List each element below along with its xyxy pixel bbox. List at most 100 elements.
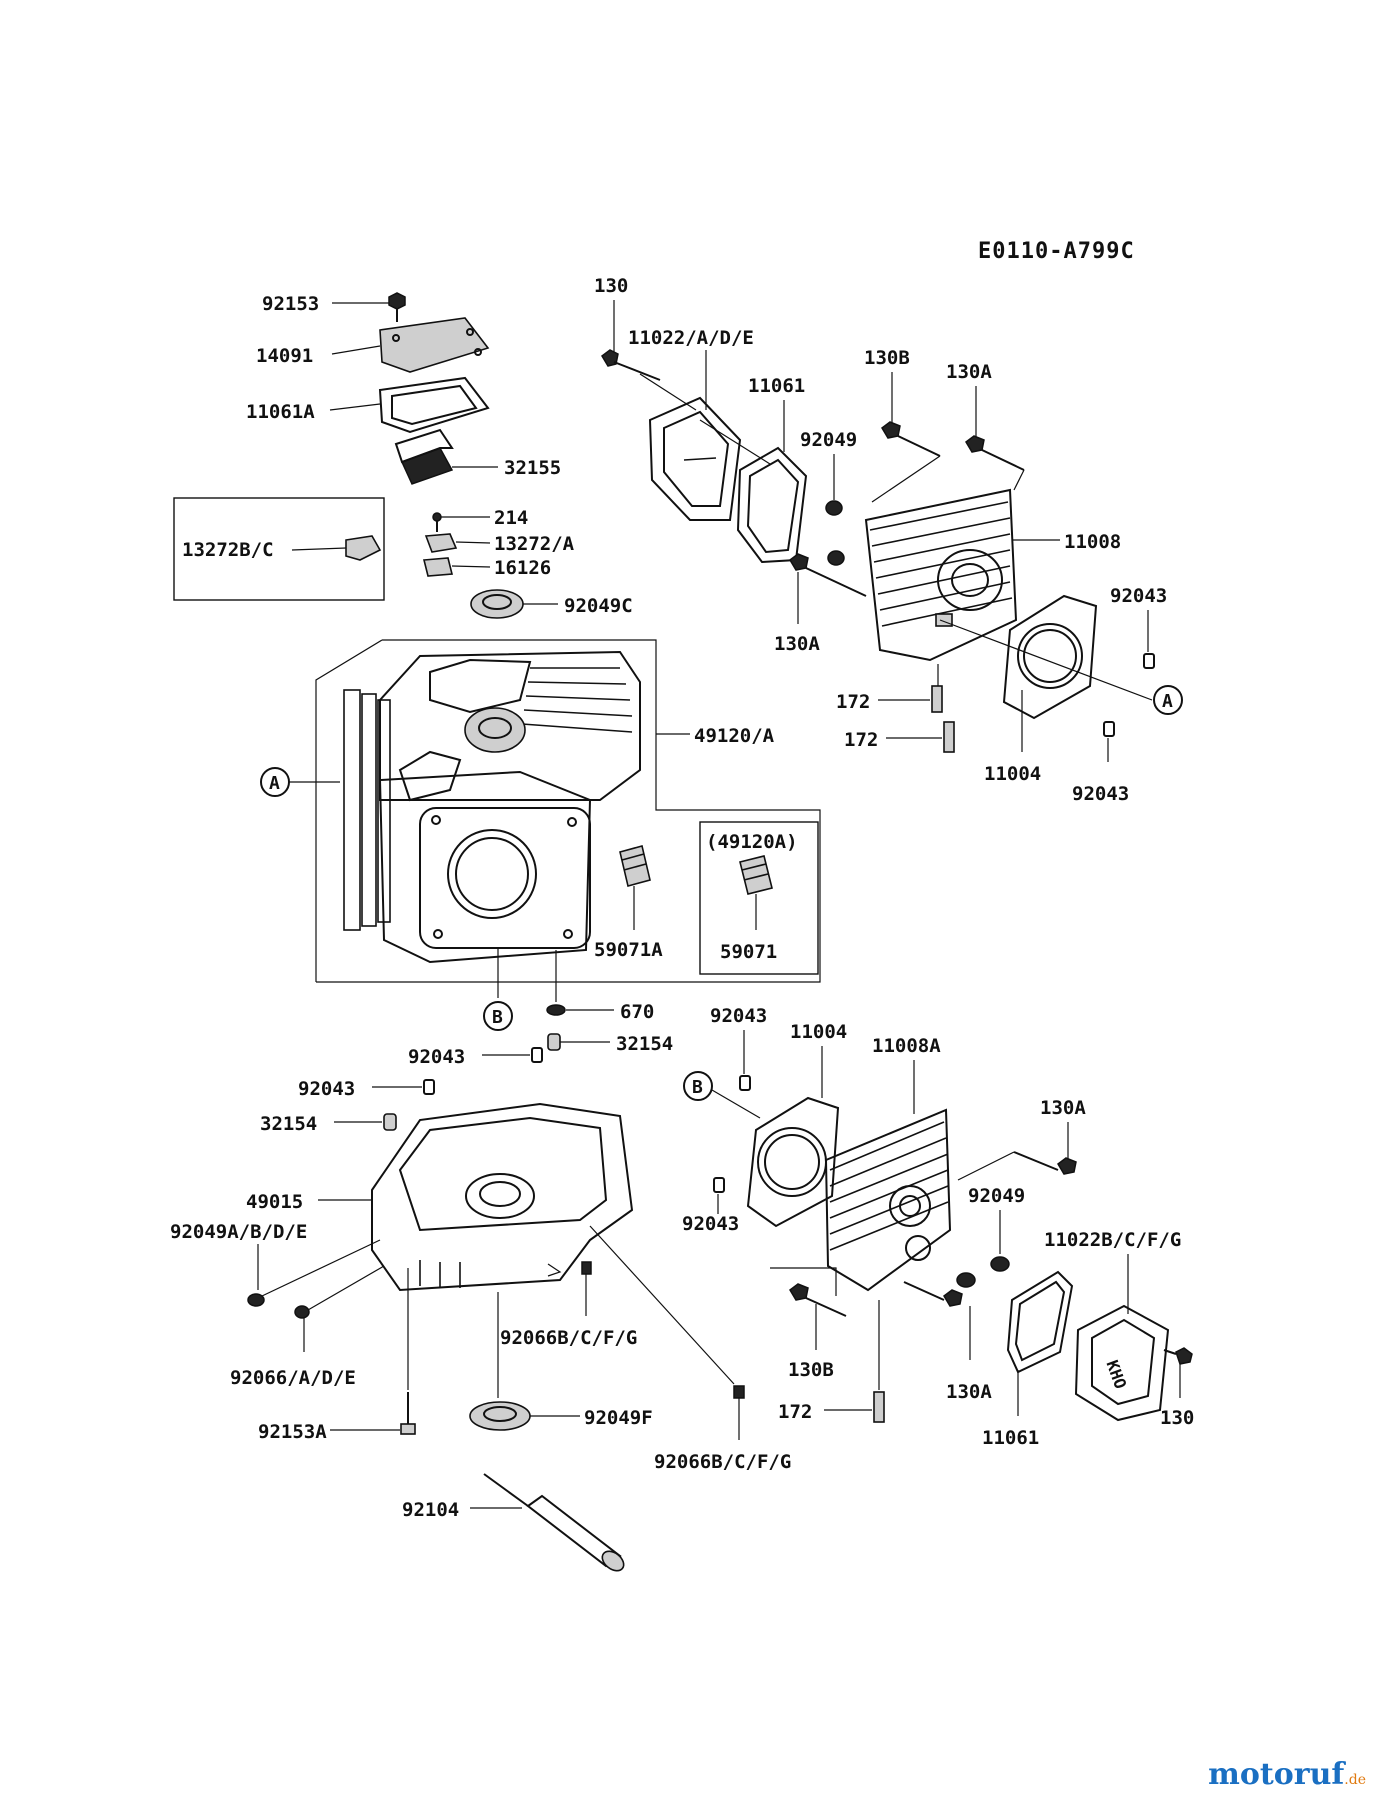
label-670: 670 [620, 1001, 654, 1023]
label-32154-a: 32154 [616, 1033, 673, 1055]
callout-b-left [483, 1001, 513, 1031]
svg-text:KHO: KHO [1102, 1358, 1130, 1392]
cylinder-head-11008-part [864, 488, 1018, 662]
leader-130a-br1 [957, 1151, 1015, 1181]
label-92049-br: 92049 [968, 1185, 1025, 1207]
label-11004-bot: 11004 [790, 1021, 847, 1043]
crankcase-49015-part [371, 1102, 634, 1292]
dowel-92043-tr-part [1143, 653, 1155, 669]
screw-214-part [432, 512, 442, 532]
breather-32155-part [394, 428, 454, 485]
label-11061-top: 11061 [748, 375, 805, 397]
label-49015: 49015 [246, 1191, 303, 1213]
sleeve-59071a-part [619, 845, 651, 887]
seal-92049f-part [469, 1401, 531, 1431]
label-130a-mid: 130A [774, 633, 820, 655]
label-92104: 92104 [402, 1499, 459, 1521]
inset-box-13272bc [173, 497, 385, 601]
pin-32154-b-part [383, 1113, 397, 1131]
label-92043-r2: 92043 [1072, 783, 1129, 805]
nut-92049abde-part [247, 1293, 265, 1307]
bolt-130-bot-part [1163, 1347, 1193, 1365]
bolt-130b-top-part [881, 421, 941, 457]
label-92049-top: 92049 [800, 429, 857, 451]
label-92049f: 92049F [584, 1407, 653, 1429]
bracket-13272bc-part [345, 535, 382, 561]
cylinder-head-11008a-part [824, 1108, 952, 1292]
label-92043-b1: 92043 [408, 1046, 465, 1068]
nut-92049-top-a-part [825, 500, 843, 516]
sealant-tube-92104-part [483, 1473, 625, 1572]
dowel-92043-lc-part [739, 1075, 751, 1091]
leader-130b-bracket [770, 1267, 837, 1296]
label-11008: 11008 [1064, 531, 1121, 553]
label-32155: 32155 [504, 457, 561, 479]
plug-92066bcfg-a-part [581, 1261, 592, 1275]
label-92043-tr: 92043 [1110, 585, 1167, 607]
sleeve-59071-part [739, 855, 773, 895]
label-11008a: 11008A [872, 1035, 941, 1057]
oring-670-part [546, 1004, 566, 1016]
diagram-code: E0110-A799C [978, 239, 1135, 264]
crankcase-bracket-left [315, 639, 383, 982]
nut-92049-top-b-part [827, 550, 845, 566]
label-13272bc: 13272B/C [182, 539, 274, 561]
label-172-a: 172 [836, 691, 870, 713]
label-92153: 92153 [262, 293, 319, 315]
label-172-c: 172 [778, 1401, 812, 1423]
gasket-11061-bot-part [1006, 1270, 1074, 1374]
watermark: motoruf.de [1208, 1757, 1366, 1792]
label-92049c: 92049C [564, 595, 633, 617]
bracket-13272a-part [424, 533, 458, 553]
dowel-92043-b1-part [531, 1047, 543, 1063]
label-11061-bot: 11061 [982, 1427, 1039, 1449]
label-130a-br2: 130A [946, 1381, 992, 1403]
dowel-92043-bl-part [713, 1177, 725, 1193]
label-11004-top: 11004 [984, 763, 1041, 785]
plate-16126-part [422, 557, 454, 577]
watermark-tld: .de [1344, 1772, 1366, 1788]
inset-box-49120a [699, 821, 819, 975]
nut-92066ade-part [294, 1305, 310, 1319]
label-130a-top: 130A [946, 361, 992, 383]
label-92153a: 92153A [258, 1421, 327, 1443]
bolt-92153a-part [400, 1392, 416, 1435]
pin-32154-a-part [547, 1033, 561, 1051]
label-16126: 16126 [494, 557, 551, 579]
label-92043-bl: 92043 [682, 1213, 739, 1235]
bolt-130a-br1-part [1013, 1151, 1077, 1175]
label-214: 214 [494, 507, 528, 529]
dowel-92043-b2-part [423, 1079, 435, 1095]
label-92066bcfg-a: 92066B/C/F/G [500, 1327, 637, 1349]
label-92049abde: 92049A/B/D/E [170, 1221, 307, 1243]
stud-172-b-part [943, 721, 955, 753]
label-92066bcfg-b: 92066B/C/F/G [654, 1451, 791, 1473]
crankcase-49120-part [343, 650, 641, 964]
leader-plug-a [547, 1263, 562, 1277]
stud-172-a-part [931, 685, 943, 713]
bolt-130-top-part [601, 349, 661, 381]
label-172-b: 172 [844, 729, 878, 751]
callout-a-right-label: A [1162, 691, 1173, 712]
label-11022ade: 11022/A/D/E [628, 327, 754, 349]
bolt-130a-mid-part [789, 553, 867, 597]
bolt-130b-bot-part [789, 1283, 847, 1317]
bolt-130a-br2-part [903, 1281, 963, 1307]
label-130-top: 130 [594, 275, 628, 297]
label-59071a: 59071A [594, 939, 663, 961]
nut-92049-br-part [990, 1256, 1010, 1272]
label-32154-b: 32154 [260, 1113, 317, 1135]
seal-92049c-part [470, 589, 524, 619]
cover-14091-part [379, 317, 490, 373]
crankcase-bracket-right [316, 639, 821, 983]
label-130b-top: 130B [864, 347, 910, 369]
callout-b-left-label: B [492, 1007, 503, 1028]
label-59071: 59071 [720, 941, 777, 963]
label-92066ade: 92066/A/D/E [230, 1367, 356, 1389]
gasket-11061-top-part [736, 446, 808, 564]
label-92043-b2: 92043 [298, 1078, 355, 1100]
label-49120a: 49120/A [694, 725, 775, 747]
label-130b-bot: 130B [788, 1359, 834, 1381]
stud-172-c-part [873, 1391, 885, 1423]
